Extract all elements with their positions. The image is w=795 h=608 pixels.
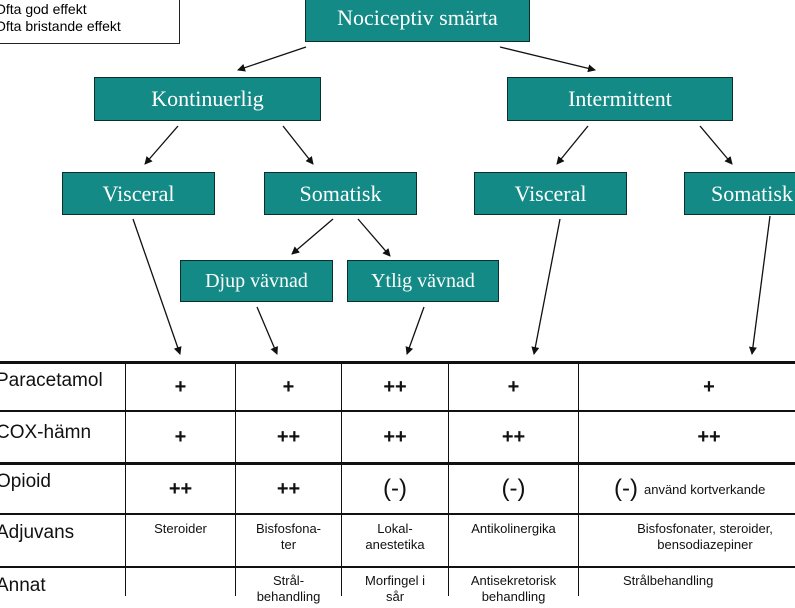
cell-cox-5: ++: [697, 425, 721, 448]
node-ytlig-vavnad: Ytlig vävnad: [347, 260, 499, 302]
arrow-kont-visceral: [144, 125, 179, 165]
node-intermittent: Intermittent: [507, 77, 733, 121]
table-row-divider: [0, 513, 795, 515]
arrow-kont-somatisk: [282, 125, 314, 165]
table-col-divider: [578, 362, 579, 596]
cell-annat-3: Morfingel i sår: [365, 573, 425, 604]
row-label-annat: Annat: [0, 575, 46, 596]
node-kont-somatisk: Somatisk: [264, 172, 417, 215]
table-col-divider: [125, 362, 126, 596]
cell-paracetamol-4: +: [507, 375, 520, 398]
node-djup-vavnad: Djup vävnad: [180, 260, 333, 302]
cell-annat-4: Antisekretorisk behandling: [470, 573, 557, 604]
row-label-opioid: Opioid: [0, 471, 51, 492]
cell-paracetamol-1: +: [174, 375, 187, 398]
cell-adjuvans-5: Bisfosfonater, steroider, bensodiazepine…: [637, 521, 773, 552]
cell-annat-2: Strål- behandling: [256, 573, 321, 604]
cell-adjuvans-3: Lokal- anestetika: [365, 521, 425, 552]
arrow-ytlig-col3: [405, 306, 425, 355]
legend-line-poor: Ofta bristande effekt: [0, 18, 121, 34]
row-label-cox-hamn: COX-hämn: [0, 422, 92, 443]
opioid-5-symbol: (-): [614, 475, 638, 502]
cell-opioid-3: (-): [383, 475, 407, 502]
node-kont-visceral: Visceral: [62, 172, 215, 215]
arrow-ivisceral-col4: [531, 218, 561, 355]
table-row-divider: [0, 462, 795, 465]
opioid-5-note: använd kortverkande: [643, 481, 766, 497]
arrow-visceral-col1: [132, 218, 182, 355]
legend-line-good: Ofta god effekt: [0, 1, 87, 17]
table-top-border: [0, 361, 795, 364]
cell-cox-2: ++: [276, 425, 301, 448]
node-int-somatisk: Somatisk: [684, 172, 795, 215]
arrow-isomatisk-col5: [748, 215, 771, 355]
arrow-djup-col2: [256, 306, 278, 355]
arrow-root-kontinuerlig: [237, 46, 307, 72]
cell-paracetamol-5: +: [703, 375, 715, 398]
cell-adjuvans-4: Antikolinergika: [471, 521, 556, 536]
cell-paracetamol-3: ++: [383, 375, 407, 398]
table-col-divider: [235, 362, 236, 596]
arrow-int-somatisk: [699, 125, 733, 165]
cell-opioid-4: (-): [501, 475, 526, 502]
row-label-paracetamol: Paracetamol: [0, 370, 103, 391]
cell-adjuvans-2: Bisfosfona- ter: [255, 521, 322, 552]
row-label-adjuvans: Adjuvans: [0, 522, 75, 543]
node-nociceptiv-smarta: Nociceptiv smärta: [305, 0, 530, 42]
cell-annat-5: Strålbehandling: [623, 573, 714, 588]
legend-box: Ofta god effekt Ofta bristande effekt: [0, 0, 180, 44]
arrow-root-intermittent: [499, 46, 596, 73]
cell-adjuvans-1: Steroider: [154, 521, 207, 536]
cell-paracetamol-2: +: [282, 375, 295, 398]
cell-cox-4: ++: [501, 425, 526, 448]
table-col-divider: [448, 362, 449, 596]
table-col-divider: [341, 362, 342, 596]
node-kontinuerlig: Kontinuerlig: [94, 77, 321, 121]
table-row-divider: [0, 410, 795, 412]
arrow-som-ytlig: [357, 218, 391, 257]
node-int-visceral: Visceral: [474, 172, 627, 215]
cell-cox-3: ++: [383, 425, 407, 448]
cell-opioid-2: ++: [276, 477, 301, 500]
cell-opioid-5: (-) använd kortverkande: [614, 465, 795, 513]
arrow-som-djup: [291, 218, 334, 255]
arrow-int-visceral: [556, 125, 589, 165]
table-row-divider: [0, 566, 795, 568]
cell-annat-1: [126, 568, 235, 608]
cell-opioid-1: ++: [168, 477, 193, 500]
cell-cox-1: +: [174, 425, 187, 448]
